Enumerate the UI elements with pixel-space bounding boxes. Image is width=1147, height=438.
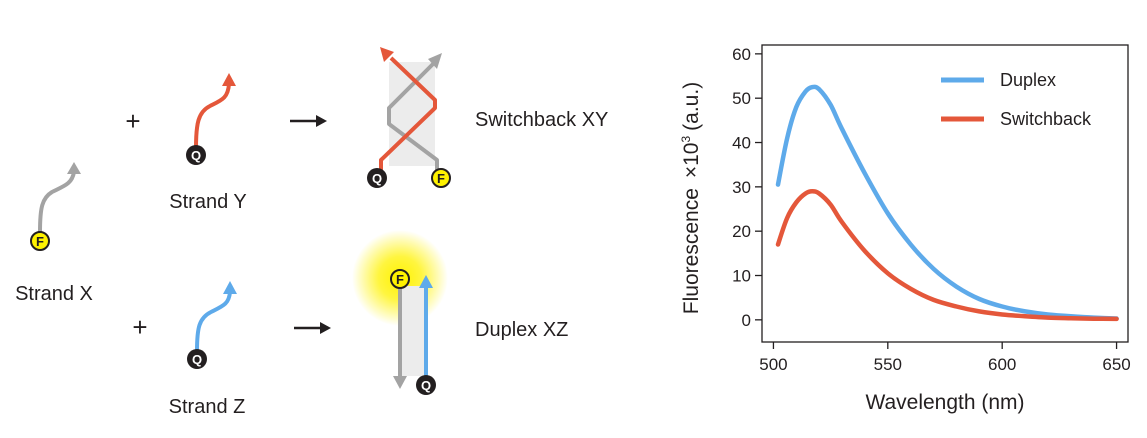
strand-y-path: [194, 83, 231, 149]
duplex-shade: [400, 286, 426, 376]
strand-x-path: [38, 171, 76, 233]
quencher-letter: Q: [421, 378, 431, 393]
y-tick-label: 50: [732, 89, 751, 108]
quencher-badge: [186, 145, 206, 165]
series-layer: [775, 84, 1119, 322]
fluorophore-badge: [431, 168, 451, 188]
strand-z-arrowhead: [223, 281, 237, 294]
plus-sign-top: +: [125, 106, 140, 136]
y-tick-label: 0: [742, 311, 751, 330]
strand-x-label: Strand X: [15, 283, 93, 305]
fluorophore-letter: F: [396, 272, 404, 287]
plot-frame: [761, 44, 1129, 343]
quencher-badge: [367, 168, 387, 188]
quencher-letter: Q: [372, 171, 382, 186]
fluorophore-badge: [390, 269, 410, 289]
switchback-xy-diagram: Q F: [367, 47, 451, 188]
reaction-arrow-bottom: [294, 322, 331, 334]
legend-label-switchback: Switchback: [1000, 109, 1092, 129]
plus-sign-bottom: +: [132, 312, 147, 342]
switchback-strand-y: [379, 56, 437, 172]
fluorophore-letter: F: [437, 171, 445, 186]
quencher-letter: Q: [191, 148, 201, 163]
switchback-label: Switchback XY: [475, 109, 608, 131]
x-tick-label: 550: [874, 355, 902, 374]
y-tick-label: 20: [732, 222, 751, 241]
x-axis-title: Wavelength (nm): [865, 391, 1024, 414]
x-tick-label: 600: [988, 355, 1016, 374]
y-tick-label: 30: [732, 178, 751, 197]
strand-x: F Strand X: [15, 162, 93, 305]
strand-y: Q Strand Y: [169, 73, 247, 213]
switchback-strand-y-arrowhead: [380, 47, 394, 62]
quencher-badge: [416, 375, 436, 395]
quencher-badge: [187, 349, 207, 369]
x-tick-label: 500: [759, 355, 787, 374]
y-tick-label: 40: [732, 134, 751, 153]
strand-x-arrowhead: [67, 162, 81, 174]
y-axis-title-unit: (a.u.): [680, 82, 703, 131]
duplex-label: Duplex XZ: [475, 319, 568, 341]
reaction-scheme: F Strand X + Q Strand Y Q F: [15, 47, 608, 418]
fluorophore-badge: [30, 231, 50, 251]
y-axis-title-factor: ×10: [680, 143, 703, 179]
y-axis-title-main: Fluorescence: [680, 188, 703, 314]
y-axis-title-exponent: 3: [679, 136, 693, 143]
x-tick-label: 650: [1102, 355, 1130, 374]
y-tick-label: 10: [732, 267, 751, 286]
y-axis-title: Fluorescence ×103 (a.u.): [679, 82, 703, 314]
strand-y-label: Strand Y: [169, 191, 246, 213]
strand-z-path: [195, 291, 232, 352]
quencher-letter: Q: [192, 352, 202, 367]
series-line-switchback: [775, 189, 1119, 322]
duplex-xz-diagram: F Q: [352, 230, 448, 395]
strand-z-label: Strand Z: [169, 396, 246, 418]
fluorescence-chart: 0 10 20 30 40 50 60 500 550 600 650 DuplexSwitchb…: [679, 44, 1131, 414]
duplex-strand-x-arrowhead: [393, 376, 407, 389]
legend-label-duplex: Duplex: [1000, 70, 1056, 90]
y-tick-label: 60: [732, 45, 751, 64]
strand-y-arrowhead: [222, 73, 236, 86]
strand-z: Q Strand Z: [169, 281, 246, 418]
fluorophore-letter: F: [36, 234, 44, 249]
x-axis-ticks: 500 550 600 650: [759, 342, 1131, 374]
switchback-strand-x: [387, 60, 439, 172]
switchback-strand-x-arrowhead: [428, 53, 442, 69]
reaction-arrow-top: [290, 115, 327, 127]
y-axis-ticks: 0 10 20 30 40 50 60: [732, 45, 762, 330]
duplex-strand-z-arrowhead: [419, 275, 433, 288]
series-line-duplex: [775, 84, 1119, 321]
